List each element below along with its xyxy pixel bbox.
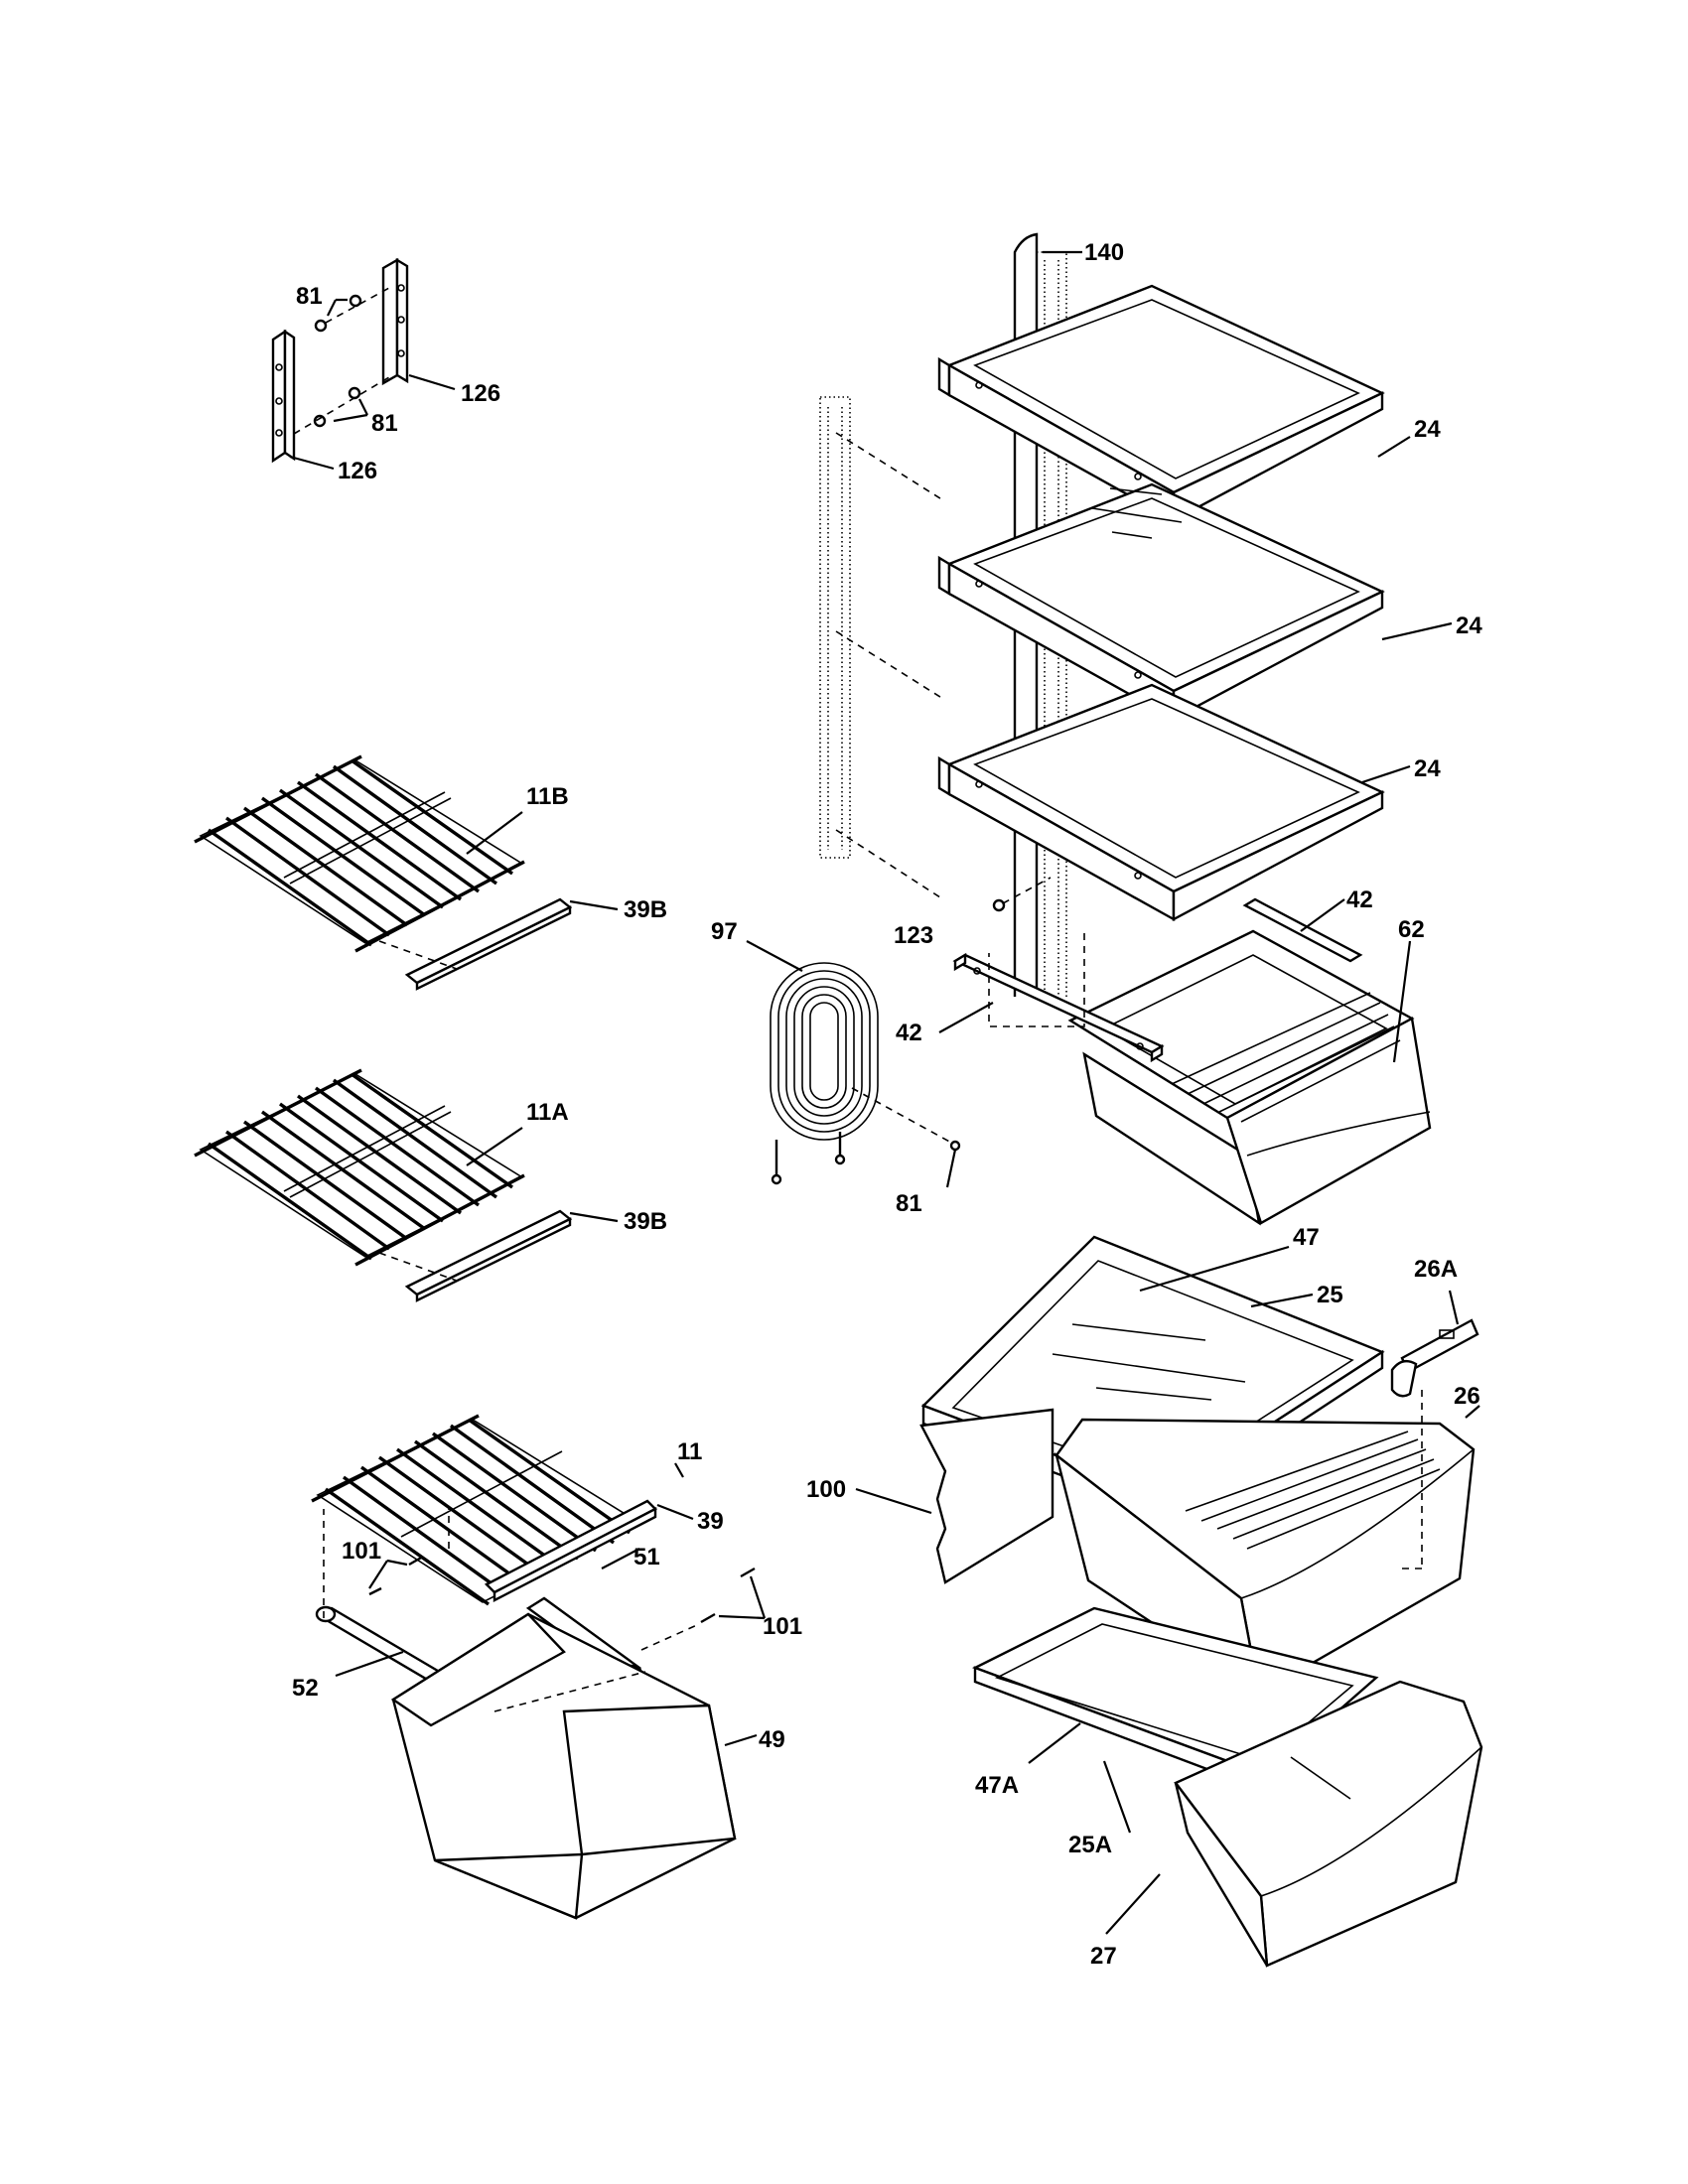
callout-39B-lower: 39B [624, 1208, 667, 1235]
drawer-rail-42-left [952, 952, 1165, 1063]
glass-shelf-24-lower [937, 487, 1385, 922]
evaporator-coil-97 [770, 962, 961, 1185]
callout-47A: 47A [975, 1772, 1019, 1799]
callout-11A: 11A [526, 1099, 569, 1126]
callout-39B-upper: 39B [624, 896, 667, 923]
callout-39: 39 [697, 1508, 724, 1535]
crisper-cover-25A [971, 1606, 1379, 1793]
shelf-trim-39B-lower [378, 1209, 573, 1302]
callout-97: 97 [711, 918, 738, 945]
callout-26A: 26A [1414, 1256, 1458, 1283]
shelf-support-bracket-126-lower [271, 329, 296, 464]
callout-25: 25 [1317, 1282, 1343, 1308]
glass-shelf-24-middle [937, 482, 1385, 722]
callout-81-middle: 81 [371, 410, 398, 437]
callout-51: 51 [633, 1544, 660, 1570]
shelf-support-bracket-126-upper [381, 257, 409, 386]
callout-24-top: 24 [1414, 416, 1441, 443]
wire-shelf-11A [194, 1068, 525, 1267]
callout-26: 26 [1454, 1383, 1480, 1410]
leader-lines [289, 250, 1480, 1935]
callout-24-lower: 24 [1414, 755, 1441, 782]
callout-62: 62 [1398, 916, 1425, 943]
divider-panel-100 [919, 1408, 1055, 1584]
shelf-mount-dashes [835, 432, 944, 900]
wire-shelf-11 [311, 1414, 641, 1606]
callout-126-lower: 126 [338, 458, 377, 484]
callout-140: 140 [1084, 239, 1124, 266]
callout-11: 11 [677, 1438, 702, 1465]
crisper-drawer-26 [1054, 1418, 1476, 1697]
shelf-trim-39B-upper [378, 897, 573, 991]
callout-123: 123 [894, 922, 933, 949]
callout-126-upper: 126 [461, 380, 500, 407]
glass-shelf-24-template [937, 284, 1385, 523]
shelf-trim-39 [484, 1499, 658, 1602]
rail-alignment-dashes [988, 933, 1085, 1027]
callout-49: 49 [759, 1726, 785, 1753]
callout-24-middle: 24 [1456, 613, 1482, 639]
callout-42-left: 42 [896, 1020, 922, 1046]
callout-100: 100 [806, 1476, 846, 1503]
callout-labels: 140 81 81 126 126 24 24 24 11B 39B 11A 3… [292, 239, 1482, 1970]
callout-81-bottom: 81 [896, 1190, 922, 1217]
callout-11B: 11B [526, 783, 569, 810]
crisper-bracket-26A [1390, 1318, 1479, 1570]
callout-101-left: 101 [342, 1538, 381, 1565]
callout-81-top: 81 [296, 283, 323, 310]
callout-52: 52 [292, 1675, 319, 1702]
callout-42-right: 42 [1346, 887, 1373, 913]
hanging-bin-49 [323, 1509, 737, 1920]
wire-shelf-11B [194, 754, 525, 953]
screws-101-right [640, 1567, 767, 1651]
screw-123 [992, 877, 1052, 912]
crisper-drawer-27 [1174, 1680, 1483, 1968]
callout-101-right: 101 [763, 1613, 802, 1640]
shelf-ladder-upright-left [819, 396, 851, 859]
callout-27: 27 [1090, 1943, 1117, 1970]
drawer-62 [1067, 929, 1432, 1226]
callout-47: 47 [1293, 1224, 1320, 1251]
callout-25A: 25A [1068, 1832, 1112, 1858]
screw-81-group-top [293, 287, 390, 435]
screws-101-left [368, 1555, 424, 1596]
